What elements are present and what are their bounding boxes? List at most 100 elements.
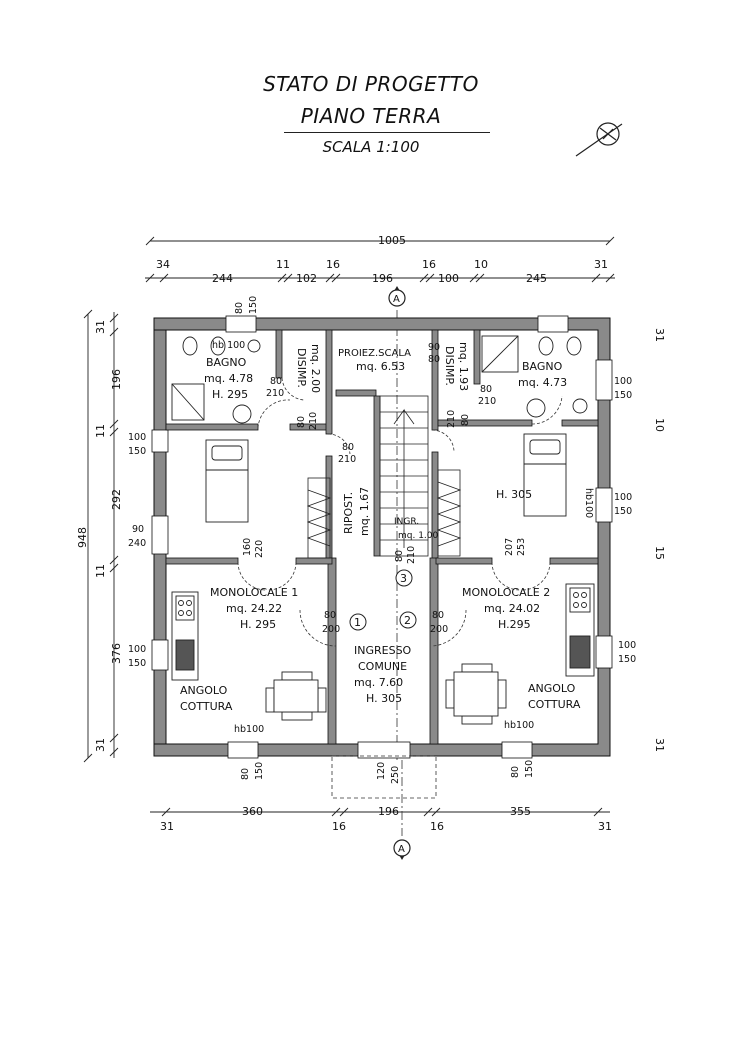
room-bagno-left-area: mq. 4.78 [204, 372, 253, 385]
sink-left-icon [175, 639, 195, 671]
dim-top-part-4: 100 [438, 272, 459, 285]
sink-right-icon [569, 635, 591, 669]
room-labels: BAGNO mq. 4.78 H. 295 DISIMP. mq. 2.00 P… [180, 342, 581, 713]
hb-bottom-left: hb100 [234, 724, 264, 735]
door-stair-h: 210 [338, 454, 356, 465]
dim-left-part-4: 292 [110, 489, 123, 510]
marker-3: 3 [400, 572, 407, 585]
dim-bottom-part-1: 360 [242, 805, 263, 818]
win-right-2-w: 100 [614, 492, 632, 503]
dim-bottom-tick-3: 16 [430, 820, 444, 833]
walls [151, 315, 613, 799]
dim-top-tick-6: 31 [594, 258, 608, 271]
win-left-3-w: 100 [128, 644, 146, 655]
door-entrance-h: 250 [390, 766, 401, 784]
door-disimp-right-w: 210 [446, 410, 457, 428]
dim-top-part-1: 244 [212, 272, 233, 285]
door-stair-w: 80 [342, 442, 354, 453]
room-ingresso-height: H. 305 [366, 692, 402, 705]
win-bottom-left-w: 80 [240, 768, 251, 780]
table-left-icon [273, 679, 319, 713]
door-disimp-left-w: 80 [296, 416, 307, 428]
dim-left-part-7: 31 [94, 738, 107, 752]
dim-bottom-tick-1: 31 [160, 820, 174, 833]
win-bottom-right-h: 150 [524, 760, 535, 778]
door-bagno-left-w: 80 [270, 376, 282, 387]
win-bottom-left-h: 150 [254, 762, 265, 780]
door-proiez-h: 80 [428, 354, 440, 365]
room-monolocale-2-area: mq. 24.02 [484, 602, 540, 615]
toilet-right-icon [566, 336, 582, 356]
dim-bottom-part-2: 196 [378, 805, 399, 818]
win-right-1-w: 100 [614, 376, 632, 387]
beds [205, 433, 567, 523]
opening-mono1-h: 220 [254, 540, 265, 558]
room-monolocale-2-height: H.295 [498, 618, 531, 631]
table-right-icon [453, 671, 499, 717]
room-monolocale-2-name: MONOLOCALE 2 [462, 586, 550, 599]
section-marker-top: A [388, 286, 406, 760]
win-top-left-w: 80 [234, 302, 245, 314]
circle-markers: 1 2 3 [349, 569, 417, 631]
room-ingresso-name-2: COMUNE [358, 660, 407, 673]
room-bagno-right-name: BAGNO [522, 360, 563, 373]
section-label-top: A [393, 294, 400, 305]
dim-top-part-3: 196 [372, 272, 393, 285]
dim-left-part-5: 11 [94, 564, 107, 578]
win-left-3-h: 150 [128, 658, 146, 669]
bathroom-fixtures [171, 335, 588, 424]
dim-overall-width: 1005 [378, 234, 406, 247]
dim-right-tick-4: 31 [653, 738, 666, 752]
hb-bagno-left: hb 100 [212, 340, 245, 351]
room-monolocale-1-area: mq. 24.22 [226, 602, 282, 615]
title-underline [284, 132, 490, 133]
bidet-right-icon [538, 336, 554, 356]
room-bagno-right-area: mq. 4.73 [518, 376, 567, 389]
win-top-left-h: 150 [248, 296, 259, 314]
win-right-1-h: 150 [614, 390, 632, 401]
door-ingr-w: 80 [394, 550, 405, 562]
dimension-lines [83, 236, 615, 817]
door-bagno-right-w: 80 [480, 384, 492, 395]
section-marker-bottom: A [393, 760, 411, 860]
door-entrance-w: 120 [376, 762, 387, 780]
dim-right-tick-3: 15 [653, 546, 666, 560]
room-disimp-left-area: mq. 2.00 [309, 344, 322, 393]
door-2-w: 80 [432, 610, 444, 621]
dim-top-tick-3: 16 [326, 258, 340, 271]
room-ripost-name: RIPOST. [342, 492, 355, 534]
door-1-h: 200 [322, 624, 340, 635]
room-disimp-right-area: mq. 1.93 [457, 342, 470, 391]
dim-bottom-tick-2: 16 [332, 820, 346, 833]
room-ingresso-name-1: INGRESSO [354, 644, 412, 657]
dim-top-part-2: 102 [296, 272, 317, 285]
opening-mono2-w: 207 [504, 538, 515, 556]
room-bagno-left-name: BAGNO [206, 356, 247, 369]
dim-overall-height: 948 [76, 527, 89, 548]
bidet-left-icon [182, 336, 198, 356]
marker-1: 1 [354, 616, 361, 629]
drawing-subtitle: PIANO TERRA [300, 104, 442, 128]
dim-right-tick-1: 31 [653, 328, 666, 342]
room-disimp-right-name: DISIMP. [443, 346, 456, 386]
door-bagno-left-h: 210 [266, 388, 284, 399]
north-arrow-icon [575, 122, 623, 157]
room-monolocale-1-height: H. 295 [240, 618, 276, 631]
door-disimp-left-h: 210 [308, 412, 319, 430]
stove-right-icon [569, 587, 591, 613]
opening-labels: 80 150 hb 100 100 150 90 240 100 150 100… [128, 296, 636, 784]
room-monolocale-1-name: MONOLOCALE 1 [210, 586, 298, 599]
washbasin-left-icon [232, 404, 252, 424]
dimension-texts: 1005 34 11 16 16 10 31 244 102 196 100 2… [76, 234, 666, 833]
room-bagno-left-height: H. 295 [212, 388, 248, 401]
room-bedroom-right-height: H. 305 [496, 488, 532, 501]
win-right-2-h: 150 [614, 506, 632, 517]
room-disimp-left-name: DISIMP. [295, 348, 308, 388]
dim-top-tick-5: 10 [474, 258, 488, 271]
kitchens [171, 583, 595, 681]
room-cottura-right-name-1: ANGOLO [528, 682, 576, 695]
room-proiez-scala-name: PROIEZ.SCALA [338, 348, 411, 359]
drawing-title: STATO DI PROGETTO [263, 72, 479, 96]
door-1-w: 80 [324, 610, 336, 621]
